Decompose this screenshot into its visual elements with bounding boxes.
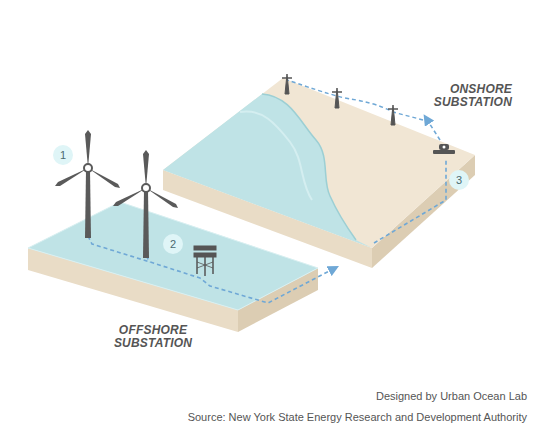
- grid-arrow: [426, 118, 440, 140]
- callout-number: 1: [53, 145, 73, 165]
- substation-title: OFFSHORE SUBSTATION: [108, 324, 198, 350]
- landfall-cable: [374, 160, 446, 243]
- source-note: Source: New York State Energy Research a…: [188, 411, 527, 423]
- substation-title: ONSHORE SUBSTATION: [420, 83, 512, 109]
- transmission-line: [287, 80, 423, 120]
- onshore-substation-icon: [433, 144, 455, 154]
- transmission-towers: [282, 74, 398, 125]
- callout-number: 3: [449, 170, 469, 190]
- offshore-block: [28, 202, 318, 332]
- credit-note: Designed by Urban Ocean Lab: [376, 390, 527, 402]
- callout-number: 2: [163, 234, 183, 254]
- offshore-substation-platform: [194, 246, 216, 276]
- export-cable: [88, 236, 335, 303]
